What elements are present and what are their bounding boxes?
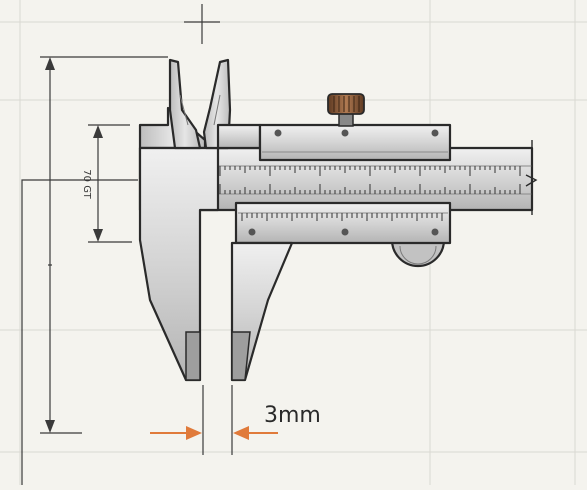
gap-dimension xyxy=(150,385,278,455)
slider-top xyxy=(216,123,452,162)
knurled-knob-icon xyxy=(327,93,365,127)
slider-bottom xyxy=(234,201,452,245)
jaw-depth-label: 70 GT xyxy=(81,169,92,199)
beam-end xyxy=(525,140,538,215)
moving-jaw xyxy=(230,241,294,382)
overall-height-dimension xyxy=(40,56,168,434)
main-scale-ticks xyxy=(219,166,521,194)
reference-bracket xyxy=(21,179,138,485)
crosshair-icon xyxy=(184,4,220,44)
jaw-depth-dimension xyxy=(88,124,132,243)
vernier-scale-ticks xyxy=(241,213,443,221)
thumb-wheel-icon xyxy=(390,238,446,268)
gap-label: 3mm xyxy=(264,403,321,428)
